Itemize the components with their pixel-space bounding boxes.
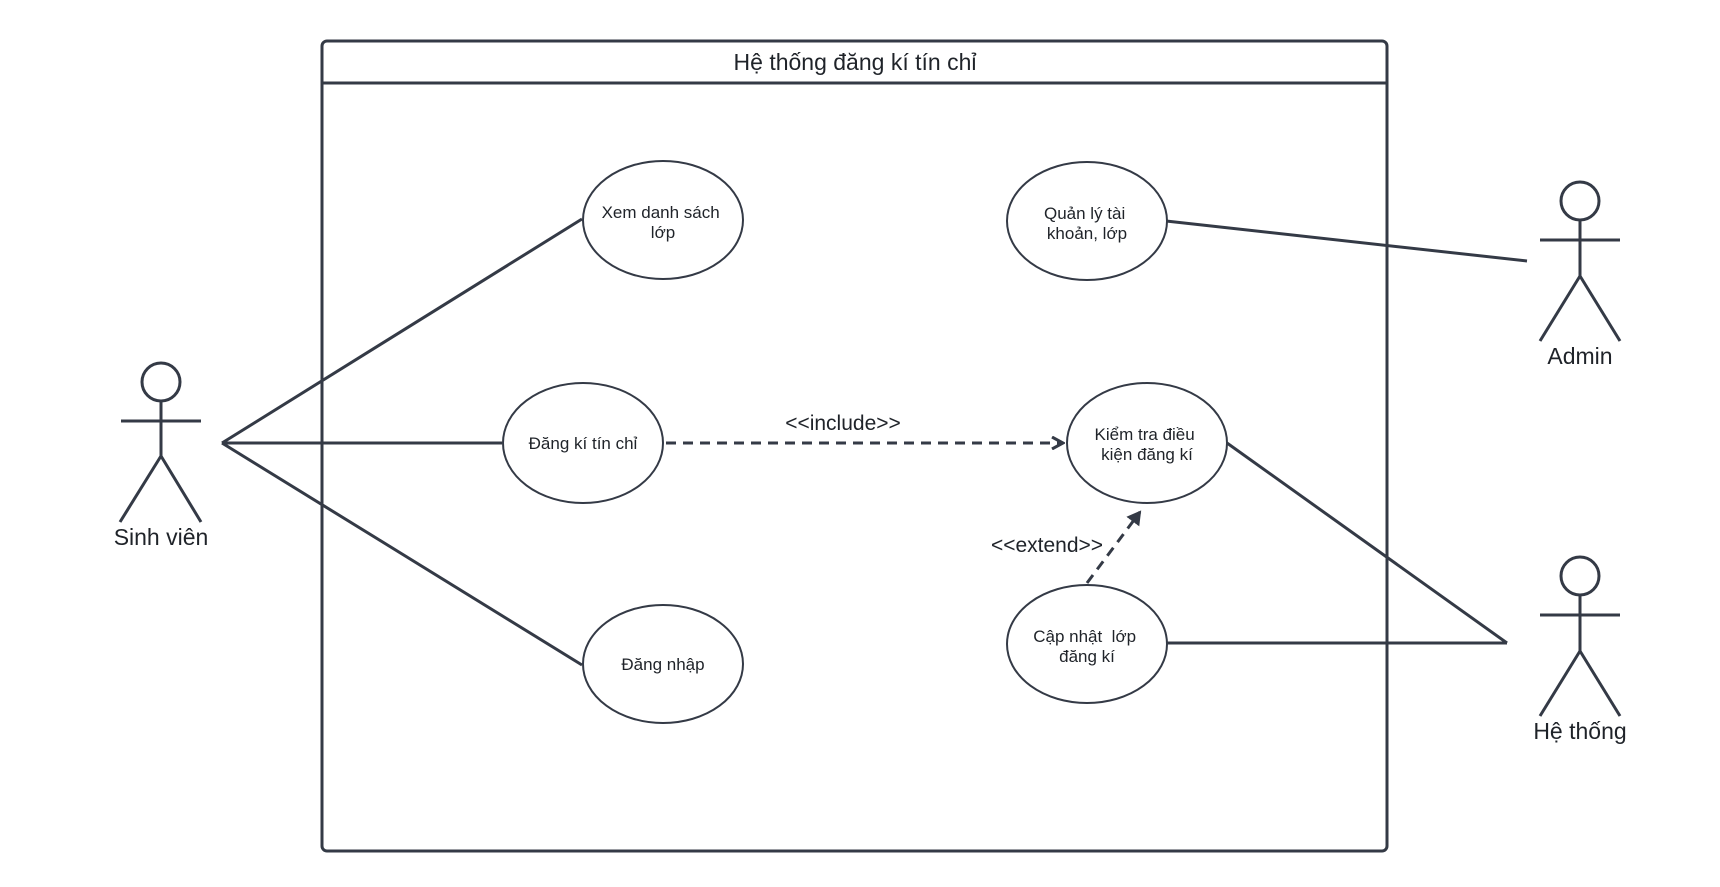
actor-label-admin: Admin: [1547, 343, 1612, 369]
use-case-label-line: đăng kí: [1059, 647, 1115, 666]
use-case-label-line: Xem danh sách: [602, 203, 720, 222]
system-boundary: Hệ thống đăng kí tín chỉ: [320, 39, 1389, 853]
use-case-register-credits[interactable]: Đăng kí tín chỉ: [502, 382, 664, 504]
svg-text:Kiểm tra điều kiện đăng: Kiểm tra điều kiện đăng kí: [1095, 425, 1200, 464]
assoc-system-check: [1226, 441, 1508, 645]
actor-label-system: Hệ thống: [1533, 718, 1626, 744]
system-title: Hệ thống đăng kí tín chỉ: [734, 49, 977, 75]
associations: [221, 217, 1528, 667]
use-case-check-conditions[interactable]: Kiểm tra điều kiện đăng kí: [1066, 382, 1228, 504]
actor-head: [1559, 180, 1601, 222]
use-case-label-line: khoản, lớp: [1047, 224, 1127, 243]
use-case-label-line: Kiểm tra điều: [1095, 425, 1195, 444]
svg-text:Quản lý tài khoản, lớp: Quản lý tài khoản, lớp: [1044, 204, 1130, 243]
use-case-update-classes[interactable]: Cập nhật lớp đăng kí: [1006, 584, 1168, 704]
assoc-student-view-classes: [221, 217, 583, 445]
use-case-label-line: lớp: [651, 223, 675, 242]
svg-text:Xem danh sách lớp: Xem danh sách lớp: [602, 203, 725, 242]
include-label: <<include>>: [785, 412, 901, 435]
use-case-label-line: Cập nhật lớp: [1033, 627, 1136, 646]
svg-text:Cập nhật lớp đăng kí: Cập nhật lớp đăng kí: [1033, 627, 1141, 666]
use-case-manage-accounts[interactable]: Quản lý tài khoản, lớp: [1006, 161, 1168, 281]
actor-label-student: Sinh viên: [114, 524, 209, 550]
actor-system[interactable]: Hệ thống: [1533, 555, 1627, 744]
use-case-label: Đăng kí tín chỉ: [529, 434, 638, 453]
use-case-label-line: Quản lý tài: [1044, 204, 1125, 223]
use-case-login[interactable]: Đăng nhập: [582, 604, 744, 724]
use-case-view-classes[interactable]: Xem danh sách lớp: [582, 160, 744, 280]
extend-label: <<extend>>: [991, 534, 1103, 557]
actor-head: [1559, 555, 1601, 597]
actor-admin[interactable]: Admin: [1538, 180, 1622, 369]
include-relation: <<include>>: [666, 412, 1062, 443]
assoc-admin-manage: [1165, 219, 1528, 263]
actor-head: [140, 361, 182, 403]
actor-student[interactable]: Sinh viên: [114, 361, 209, 550]
assoc-student-login: [221, 441, 583, 667]
extend-relation: <<extend>>: [991, 510, 1142, 584]
use-case-label: Đăng nhập: [621, 655, 704, 674]
use-case-label-line: kiện đăng kí: [1101, 445, 1193, 464]
